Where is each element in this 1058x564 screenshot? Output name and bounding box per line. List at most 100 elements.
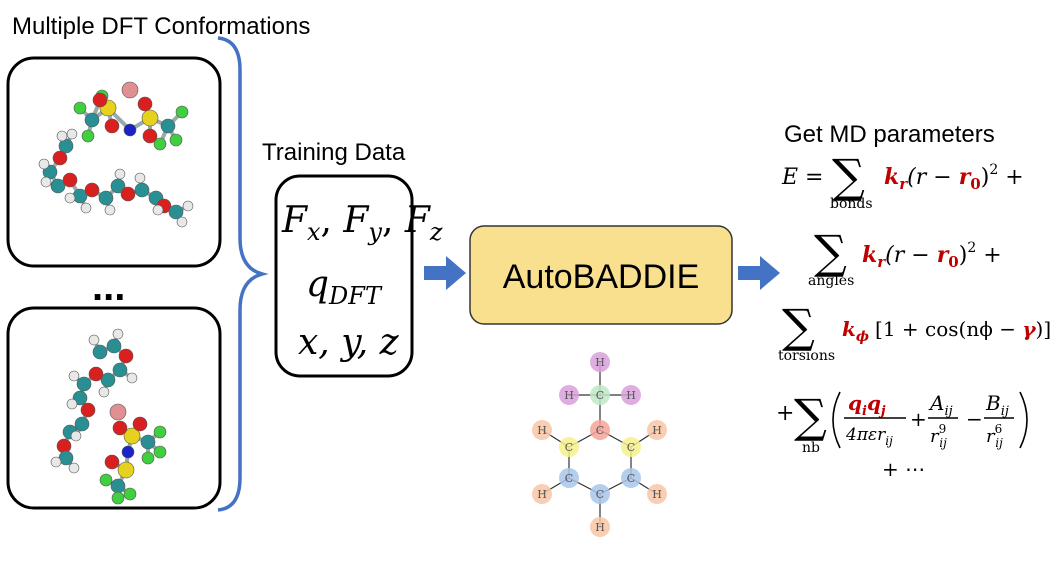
nb-plus: +	[776, 401, 794, 426]
graph-node	[532, 484, 552, 504]
molecule-atom	[92, 92, 108, 108]
molecule-atom	[153, 445, 167, 459]
molecule-atom	[80, 202, 92, 214]
graph-node	[590, 385, 610, 405]
molecule-atom	[169, 133, 183, 147]
molecule-atom	[98, 386, 110, 398]
lj-a-numerator: Aij	[928, 391, 953, 419]
molecule-atom	[50, 178, 66, 194]
molecule-atom	[123, 427, 141, 445]
molecule-atom	[168, 204, 184, 220]
molecule-atom	[140, 434, 156, 450]
molecule-atom	[160, 118, 176, 134]
graph-node	[532, 420, 552, 440]
molecule-atom	[110, 178, 126, 194]
molecule-atom	[123, 123, 137, 137]
graph-node-label: H	[595, 521, 605, 534]
conformation-box-top	[6, 56, 222, 268]
forces-label: Fx, Fy, Fz	[281, 200, 443, 246]
angle-expression: kr(r − r0)2 +	[862, 240, 1002, 271]
charge-label: qDFT	[306, 264, 383, 310]
molecule-atom	[121, 81, 139, 99]
molecule-atom	[68, 370, 80, 382]
molecule-atom	[118, 348, 134, 364]
molecule-atom	[111, 491, 125, 505]
molecule-atom	[153, 137, 167, 151]
nb-plus-2: +	[910, 407, 927, 431]
graph-node	[647, 420, 667, 440]
molecule-atom	[81, 129, 95, 143]
molecule-atom	[104, 118, 120, 134]
molecule-atom	[38, 158, 50, 170]
training-data-title: Training Data	[262, 139, 406, 166]
graph-node-label: C	[627, 472, 635, 485]
molecule-atom	[84, 182, 100, 198]
graph-node	[647, 484, 667, 504]
coulomb-denominator: 4πεrij	[845, 425, 893, 448]
molecule-atom	[84, 112, 100, 128]
molecule-render-top	[38, 81, 194, 228]
molecule-atom	[175, 105, 189, 119]
molecule-atom	[64, 192, 76, 204]
graph-node-label: H	[595, 356, 605, 369]
graph-node	[559, 437, 579, 457]
molecule-atom	[121, 445, 135, 459]
lj-b-numerator: Bij	[985, 391, 1009, 419]
trailing-terms: + ⋯	[882, 457, 925, 481]
sum-angles: ∑	[814, 225, 847, 279]
angle-term: ∑ angles kr(r − r0)2 +	[808, 225, 1002, 289]
molecule-atom	[142, 128, 158, 144]
molecule-atom	[74, 416, 90, 432]
torsion-term: ∑ torsions kϕ[1 + cos(nϕ − γ)]	[778, 299, 1051, 364]
molecule-atom	[152, 204, 164, 216]
molecule-atom	[88, 366, 104, 382]
molecule-atom	[120, 186, 136, 202]
molecule-atom	[52, 150, 68, 166]
graph-node	[559, 385, 579, 405]
sum-torsions: ∑	[782, 299, 815, 353]
ellipsis: ...	[92, 265, 125, 309]
graph-node	[590, 352, 610, 372]
curly-brace	[217, 36, 269, 512]
molecule-atom	[123, 487, 137, 501]
coulomb-numerator: qiqj	[848, 391, 886, 419]
molecule-atom	[73, 101, 87, 115]
molecule-atom	[109, 403, 127, 421]
molecule-atom	[40, 176, 52, 188]
graph-node-label: C	[627, 441, 635, 454]
nb-minus: −	[966, 407, 983, 431]
graph-node-label: C	[565, 472, 573, 485]
graph-node-label: H	[537, 488, 547, 501]
molecule-atom	[88, 334, 100, 346]
molecule-render-bottom	[50, 328, 167, 505]
graph-node-label: H	[626, 389, 636, 402]
molecule-atom	[50, 456, 62, 468]
conformations-title: Multiple DFT Conformations	[12, 13, 310, 40]
paren-right	[1019, 391, 1028, 449]
paren-left	[832, 391, 841, 449]
molecule-atom	[117, 461, 135, 479]
graph-node	[621, 437, 641, 457]
molecule-atom	[134, 182, 150, 198]
molecule-atom	[104, 204, 116, 216]
molecule-atom	[176, 216, 188, 228]
graph-node-label: C	[565, 441, 573, 454]
energy-lhs: E =	[781, 165, 824, 190]
molecule-atom	[112, 362, 128, 378]
molecule-atom	[92, 344, 108, 360]
molecule-atom	[56, 130, 68, 142]
training-data-box	[274, 174, 414, 378]
graph-node	[621, 468, 641, 488]
bond-expression: kr(r − r0)2 +	[884, 162, 1024, 193]
arrow-to-parameters	[738, 256, 780, 290]
molecule-atom	[137, 96, 153, 112]
molecule-atom	[153, 425, 167, 439]
graph-node-label: H	[564, 389, 574, 402]
molecule-atom	[112, 420, 128, 436]
coords-label: x, y, z	[298, 322, 400, 363]
autobaddie-label: AutoBADDIE	[503, 258, 700, 296]
graph-node-label: C	[596, 488, 604, 501]
